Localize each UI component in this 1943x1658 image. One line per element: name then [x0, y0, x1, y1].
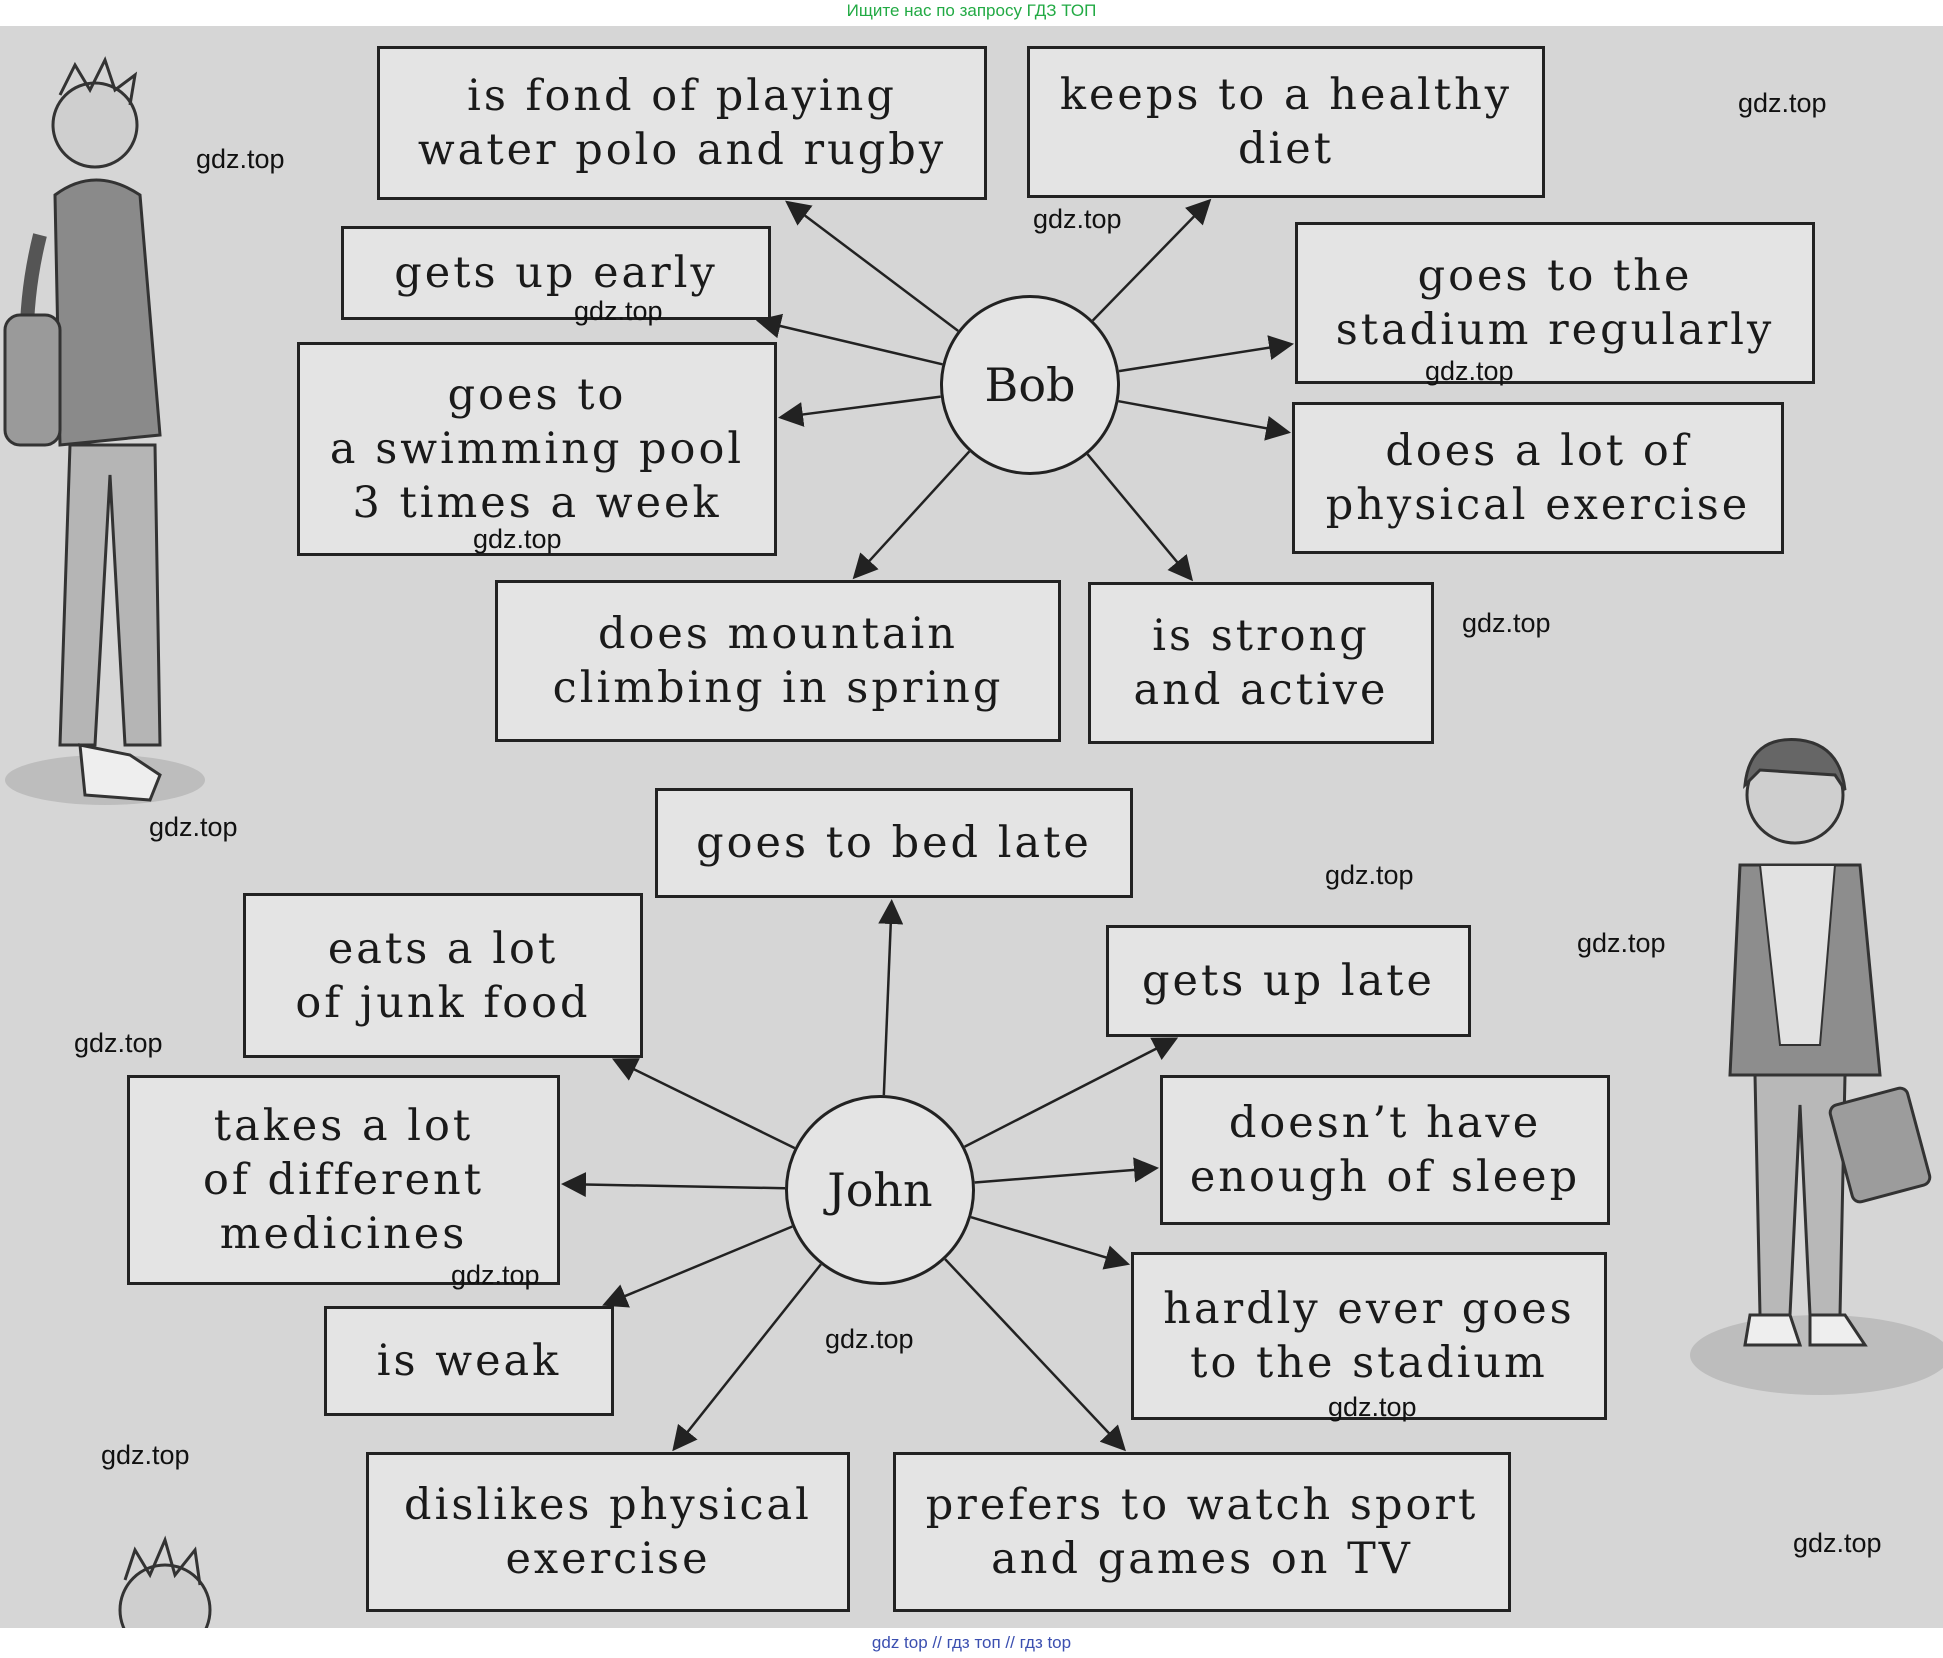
watermark: gdz.top — [574, 296, 663, 326]
john-box-is-weak: is weak — [324, 1306, 614, 1416]
bob-box-swimming-pool: goes to a swimming pool 3 times a week — [297, 342, 777, 556]
arrow — [852, 450, 971, 580]
top-banner[interactable]: Ищите нас по запросу ГДЗ ТОП — [0, 0, 1943, 26]
watermark: gdz.top — [1577, 928, 1666, 958]
watermark: gdz.top — [825, 1324, 914, 1354]
watermark: gdz.top — [473, 524, 562, 554]
arrow — [1118, 335, 1295, 373]
arrow — [602, 1225, 793, 1308]
john-box-bed-late: goes to bed late — [655, 788, 1133, 898]
bob-box-physical-exercise: does a lot of physical exercise — [1292, 402, 1784, 554]
bob-box-healthy-diet: keeps to a healthy diet — [1027, 46, 1545, 198]
john-box-not-enough-sleep: doesn’t have enough of sleep — [1160, 1075, 1610, 1225]
watermark: gdz.top — [451, 1260, 540, 1290]
bob-box-gets-up-early: gets up early — [341, 226, 771, 320]
arrow — [672, 1263, 822, 1452]
bob-box-mountain-climbing: does mountain climbing in spring — [495, 580, 1061, 742]
watermark: gdz.top — [1328, 1392, 1417, 1422]
watermark: gdz.top — [149, 812, 238, 842]
bob-box-strong-active: is strong and active — [1088, 582, 1434, 744]
john-box-dislikes-exercise: dislikes physical exercise — [366, 1452, 850, 1612]
arrow — [974, 1157, 1160, 1184]
watermark: gdz.top — [196, 144, 285, 174]
john-box-watch-tv: prefers to watch sport and games on TV — [893, 1452, 1511, 1612]
john-box-stadium-rarely: hardly ever goes to the stadium — [1131, 1252, 1607, 1420]
watermark: gdz.top — [1793, 1528, 1882, 1558]
bob-box-goes-to-stadium: goes to the stadium regularly — [1295, 222, 1815, 384]
bob-hub: Bob — [940, 295, 1120, 475]
watermark: gdz.top — [101, 1440, 190, 1470]
watermark: gdz.top — [1325, 860, 1414, 890]
john-hub: John — [785, 1095, 975, 1285]
arrow — [1118, 399, 1292, 441]
bottom-banner[interactable]: gdz top // гдз топ // гдз top — [0, 1628, 1943, 1658]
john-box-gets-up-late: gets up late — [1106, 925, 1471, 1037]
watermark: gdz.top — [1462, 608, 1551, 638]
arrow — [755, 313, 943, 366]
john-box-junk-food: eats a lot of junk food — [243, 893, 643, 1058]
john-box-medicines: takes a lot of different medicines — [127, 1075, 560, 1285]
boy-head-illustration — [118, 1535, 212, 1628]
arrow — [964, 1037, 1179, 1148]
arrow — [944, 1258, 1126, 1452]
watermark: gdz.top — [74, 1028, 163, 1058]
arrow — [970, 1215, 1131, 1270]
arrow — [878, 898, 904, 1096]
watermark: gdz.top — [1425, 356, 1514, 386]
arrow — [785, 200, 959, 332]
arrow — [777, 395, 941, 427]
arrow — [1086, 453, 1194, 582]
arrow — [560, 1172, 786, 1198]
arrow — [1091, 198, 1212, 322]
boy-with-bag-illustration — [1690, 738, 1943, 1395]
bob-box-fond-of-water-polo: is fond of playing water polo and rugby — [377, 46, 987, 200]
boy-athlete-illustration — [3, 56, 205, 805]
arrow — [611, 1058, 796, 1150]
watermark: gdz.top — [1738, 88, 1827, 118]
watermark: gdz.top — [1033, 204, 1122, 234]
